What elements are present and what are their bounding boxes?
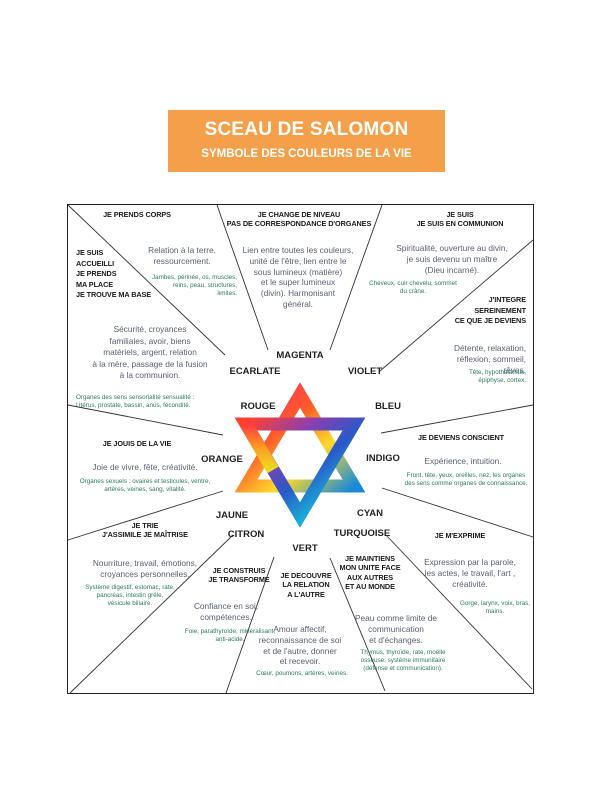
title-banner: SCEAU DE SALOMON SYMBOLE DES COULEURS DE… xyxy=(168,110,445,172)
divider-line xyxy=(380,404,534,434)
color-label-citron: CITRON xyxy=(227,529,265,540)
section-description: Lien entre toutes les couleurs, unité de… xyxy=(242,245,354,309)
section-description: Expérience, intuition. xyxy=(424,456,502,466)
color-label-indigo: INDIGO xyxy=(366,453,400,464)
section-organs: Système digestif, estomac, rate, pancréa… xyxy=(85,584,175,608)
section-organs: Thymus, thyroïde, rate, moëlle osseuse, … xyxy=(360,649,446,673)
section-description: Détente, relaxation, réflexion, sommeil,… xyxy=(454,343,526,375)
section-heading: JE DEVIENS CONSCIENT xyxy=(418,433,504,442)
color-label-turquoise: TURQUOISE xyxy=(333,528,391,539)
color-label-rouge: ROUGE xyxy=(240,401,276,412)
section-heading: JE PRENDS CORPS xyxy=(103,210,171,219)
section-heading: JE CONSTRUIS JE TRANSFORME xyxy=(208,566,270,585)
section-organs: Foie, parathyroïde, minéralisant, anti-a… xyxy=(184,628,276,644)
divider-line xyxy=(385,534,533,690)
star-of-solomon-icon xyxy=(234,382,366,528)
section-heading: JE M'EXPRIME xyxy=(434,531,486,540)
section-organs: Jambes, périnée, os, muscles, reins, pea… xyxy=(151,274,237,298)
divider-line xyxy=(67,490,224,541)
section-heading: J'INTEGRE SEREINEMENT CE QUE JE DEVIENS xyxy=(454,295,526,326)
section-heading: JE MAINTIENS MON UNITE FACE AUX AUTRES E… xyxy=(339,554,401,592)
section-organs: Tête, hypothalamus, épiphyse, cortex. xyxy=(468,369,526,385)
divider-line xyxy=(69,534,234,694)
divider-line xyxy=(329,557,386,692)
section-heading: JE DECOUVRE LA RELATION A L'AUTRE xyxy=(280,571,332,599)
section-organs: Cheveux, cuir chevelu, sommet du crâne. xyxy=(369,280,457,296)
divider-line xyxy=(67,404,224,436)
section-description: Expression par la parole, les actes, le … xyxy=(424,557,516,589)
divider-line xyxy=(216,204,269,351)
section-organs: Organes sexuels : ovaires et testicules,… xyxy=(79,478,211,494)
divider-line xyxy=(67,204,226,356)
subtitle: SYMBOLE DES COULEURS DE LA VIE xyxy=(201,148,412,160)
section-organs: Cœur, poumons, artères, veines. xyxy=(256,670,348,677)
section-description: Amour affectif, reconnaissance de soi et… xyxy=(258,624,342,667)
section-heading: JE TRIE J'ASSIMILE JE MAÎTRISE xyxy=(102,521,188,540)
section-description: Confiance en soi, compétences. xyxy=(193,601,259,622)
section-heading: JE SUIS ACCUEILLI JE PRENDS MA PLACE JE … xyxy=(76,248,152,300)
section-organs: Gorge, larynx, voix, bras, mains. xyxy=(460,600,530,616)
color-label-magenta: MAGENTA xyxy=(276,350,324,361)
color-label-ecarlate: ECARLATE xyxy=(229,366,281,377)
divider-line xyxy=(381,487,534,538)
section-heading: JE SUIS JE SUIS EN COMMUNION xyxy=(416,210,504,229)
color-label-vert: VERT xyxy=(292,543,318,554)
divider-line xyxy=(225,556,275,694)
section-organs: Organes des sens sensorialité sensualité… xyxy=(76,394,195,410)
section-description: Peau comme limite de communication et d'… xyxy=(354,613,438,645)
section-description: Nourriture, travail, émotions, croyances… xyxy=(92,558,198,579)
title: SCEAU DE SALOMON xyxy=(204,119,409,140)
color-label-orange: ORANGE xyxy=(201,454,243,465)
divider-line xyxy=(329,204,383,351)
section-description: Spiritualité, ouverture au divin, je sui… xyxy=(396,243,508,275)
color-label-jaune: JAUNE xyxy=(215,510,249,521)
section-heading: JE CHANGE DE NIVEAU PAS DE CORRESPONDANC… xyxy=(226,210,372,229)
section-organs: Front, tête, yeux, oreilles, nez, les or… xyxy=(404,472,528,488)
color-label-cyan: CYAN xyxy=(356,508,384,519)
section-heading: JE JOUIS DE LA VIE xyxy=(102,439,172,448)
color-label-violet: VIOLET xyxy=(347,366,383,377)
section-description: Sécurité, croyances familiales, avoir, b… xyxy=(92,324,208,381)
section-description: Relation à la terre, ressourcement. xyxy=(148,245,216,266)
color-label-bleu: BLEU xyxy=(375,401,401,412)
section-description: Joie de vivre, fête, créativité. xyxy=(92,462,198,472)
diagram-frame xyxy=(67,204,534,694)
divider-line xyxy=(379,239,534,372)
